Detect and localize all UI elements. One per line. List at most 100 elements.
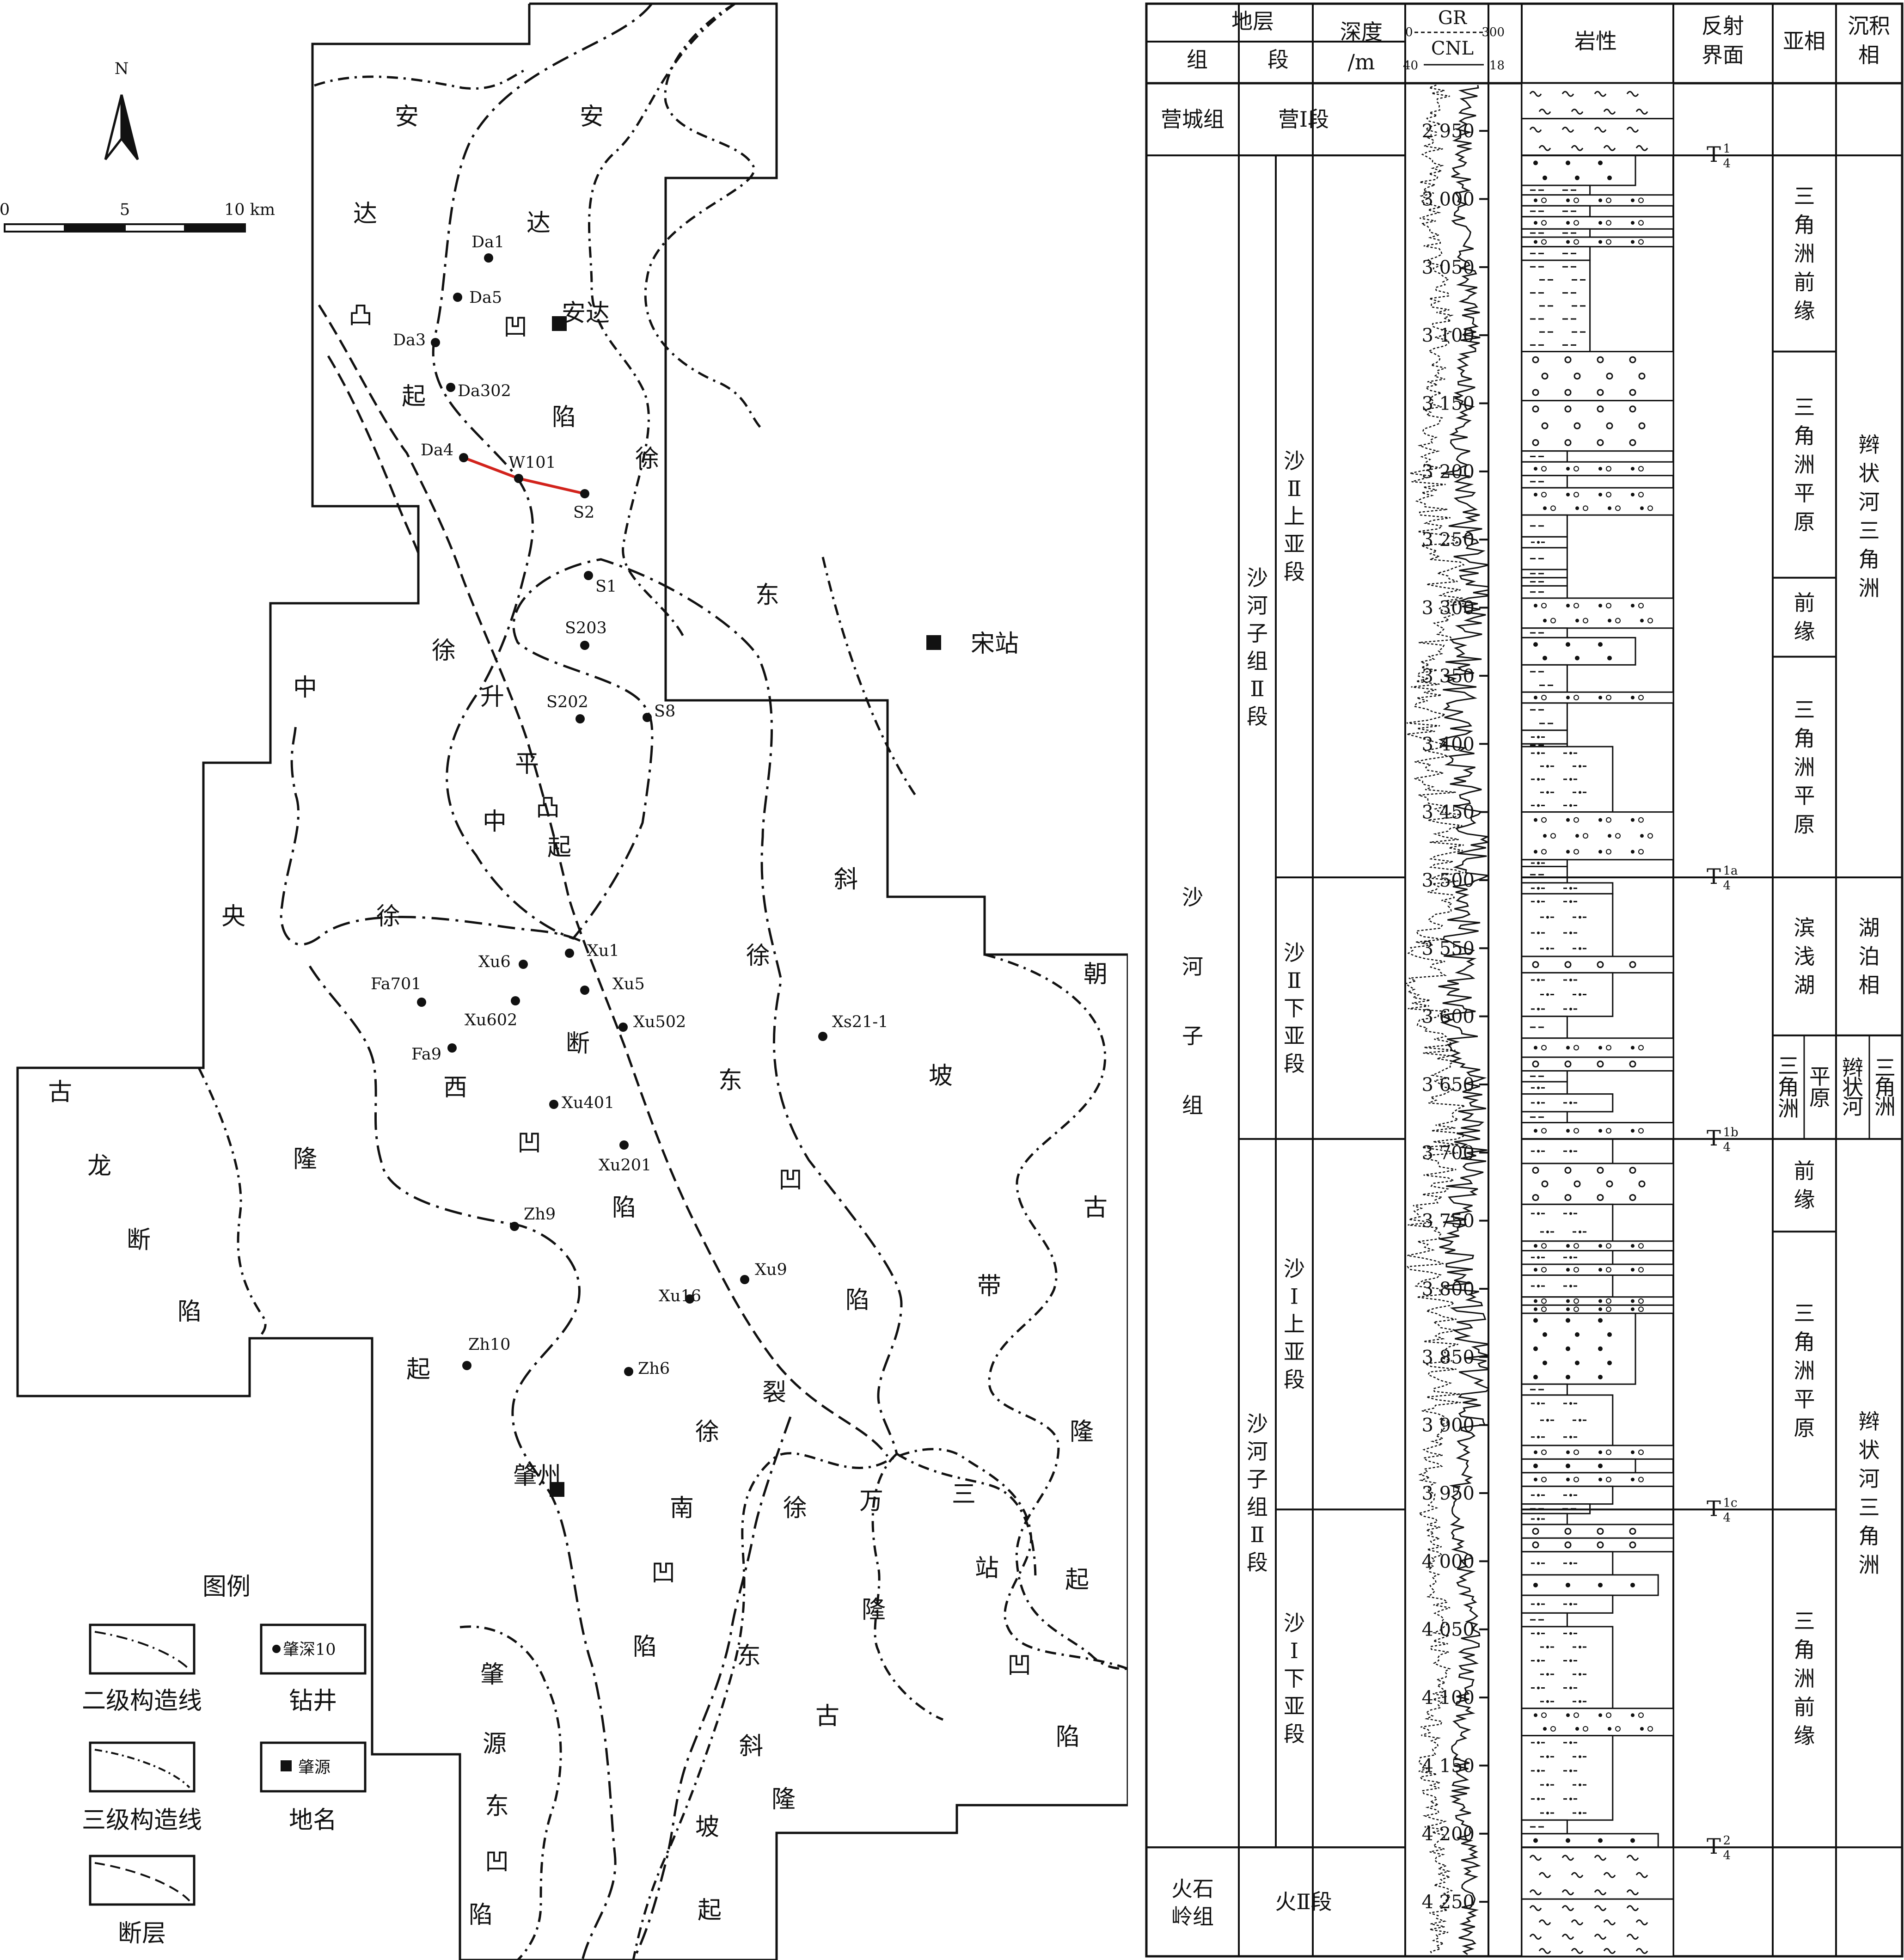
region-label: 凸 [536, 794, 560, 822]
well-label: Zh10 [468, 1335, 510, 1354]
facies-label: 辫状河三角洲 [1859, 1409, 1880, 1577]
region-label: 徐 [432, 637, 456, 665]
region-label: 徐 [376, 903, 400, 931]
lith-bed-pebbly [1521, 1263, 1674, 1276]
region-label: 陷 [633, 1633, 657, 1661]
legend-well: 钻井 [289, 1687, 337, 1715]
region-label: 安 [580, 103, 604, 131]
well-marker [619, 1140, 629, 1150]
fault-lines [318, 304, 889, 1457]
region-label: 斜 [834, 866, 858, 894]
region-label: 陷 [469, 1901, 493, 1929]
region-label: 凹 [651, 1559, 675, 1587]
lith-bed-siltstone [1521, 1594, 1614, 1614]
member-label: 营Ⅰ段 [1278, 107, 1329, 132]
lith-bed-sandstone [1521, 1833, 1659, 1848]
scale-label-10: 10 km [224, 201, 275, 219]
region-label: 起 [698, 1897, 722, 1924]
header-group: 组 [1187, 47, 1208, 72]
place-label: 安达 [562, 300, 610, 327]
lith-bed-mudstone [1521, 514, 1568, 538]
header-reflector: 反射 [1702, 13, 1744, 38]
legend-fault: 断层 [118, 1920, 166, 1948]
depth-tick-label: 3 150 [1421, 393, 1475, 415]
region-label: 徐 [695, 1418, 719, 1446]
lith-bed-mudstone [1521, 702, 1568, 731]
depth-tick-label: 4 200 [1421, 1824, 1475, 1845]
well-label: Xu9 [755, 1261, 787, 1279]
well-logs [1405, 84, 1488, 1955]
well-label: S1 [595, 577, 617, 596]
well-label: S202 [546, 693, 588, 711]
lith-bed-mudstone [1521, 577, 1568, 587]
region-label: 陷 [845, 1286, 869, 1314]
well-marker [514, 474, 523, 483]
lithology-column [1521, 82, 1674, 1957]
scale-label-5: 5 [120, 201, 130, 219]
region-labels: 安达凸起安达凹陷徐东斜徐东凹陷裂徐中升平凸中起央徐断西凹陷隆起古龙断陷朝坡古带隆… [48, 103, 1108, 1929]
reflector-sub: 4 [1723, 1511, 1731, 1525]
well-marker [584, 571, 593, 580]
facies-label: 辫状河 [1842, 1055, 1863, 1119]
reflector-sup: 2 [1723, 1834, 1731, 1848]
well-label: Da5 [469, 288, 502, 307]
structure-map: 安达凸起安达凹陷徐东斜徐东凹陷裂徐中升平凸中起央徐断西凹陷隆起古龙断陷朝坡古带隆… [0, 2, 1128, 1960]
region-label: 隆 [862, 1596, 886, 1624]
region-label: 中 [293, 674, 317, 702]
well-marker [453, 293, 462, 302]
well-marker [417, 998, 426, 1007]
lith-bed-siltstone [1521, 1626, 1614, 1709]
group-label: 沙河子组 [1182, 885, 1203, 1118]
header-lithology: 岩性 [1574, 29, 1617, 54]
region-label: 东 [718, 1067, 742, 1095]
well-marker [575, 714, 585, 723]
north-arrow: N [104, 60, 139, 160]
depth-tick-label: 3 000 [1421, 189, 1475, 210]
facies-label: 湖泊相 [1859, 915, 1880, 998]
well-marker [459, 453, 468, 462]
region-label: 裂 [762, 1379, 786, 1407]
lith-bed-mudstone [1521, 1383, 1568, 1396]
lith-bed-sandstone [1521, 637, 1636, 666]
lith-bed-siltstone [1521, 1394, 1614, 1446]
region-label: 朝 [1084, 961, 1108, 988]
well-marker [580, 641, 589, 650]
region-label: 东 [737, 1642, 761, 1670]
lith-bed-mudstone [1521, 569, 1568, 579]
well-label: S8 [654, 702, 675, 721]
lith-bed-siltstone [1521, 972, 1614, 1017]
region-label: 达 [353, 200, 377, 228]
region-label: 坡 [929, 1062, 953, 1090]
place-marker [926, 635, 941, 650]
well-label: Xu5 [612, 975, 645, 993]
region-label: 东 [485, 1793, 509, 1820]
region-label: 陷 [178, 1298, 202, 1326]
header-cnl-min: 40 [1403, 59, 1418, 73]
lith-bed-mudstone [1521, 1111, 1568, 1123]
header-facies-2: 相 [1858, 43, 1880, 67]
subfacies-label: 三角洲前缘 [1794, 1609, 1815, 1748]
lith-bed-pebbly [1521, 1472, 1674, 1487]
reflector-sub: 4 [1723, 1849, 1731, 1862]
header-gr-min: 0 [1405, 25, 1413, 39]
lith-bed-siltstone [1521, 893, 1614, 957]
lith-bed-mudstone [1521, 865, 1568, 884]
lith-bed-pebbly [1521, 1240, 1674, 1252]
region-label: 古 [48, 1078, 72, 1106]
region-label: 凹 [503, 313, 527, 341]
reflector-label: T [1707, 1496, 1721, 1521]
subfacies-label: 三角洲平原 [1794, 395, 1815, 534]
region-label: 隆 [771, 1786, 796, 1813]
lith-bed-sandstone [1521, 154, 1636, 186]
reflector-sub: 4 [1723, 879, 1731, 893]
region-label: 起 [402, 383, 426, 410]
legend: 图例 二级构造线 肇深10 钻井 三级构造线 肇源 地名 断层 [82, 1573, 367, 1948]
region-label: 凸 [349, 302, 373, 330]
member-label: 火Ⅱ段 [1275, 1889, 1332, 1914]
region-label: 西 [443, 1074, 467, 1102]
